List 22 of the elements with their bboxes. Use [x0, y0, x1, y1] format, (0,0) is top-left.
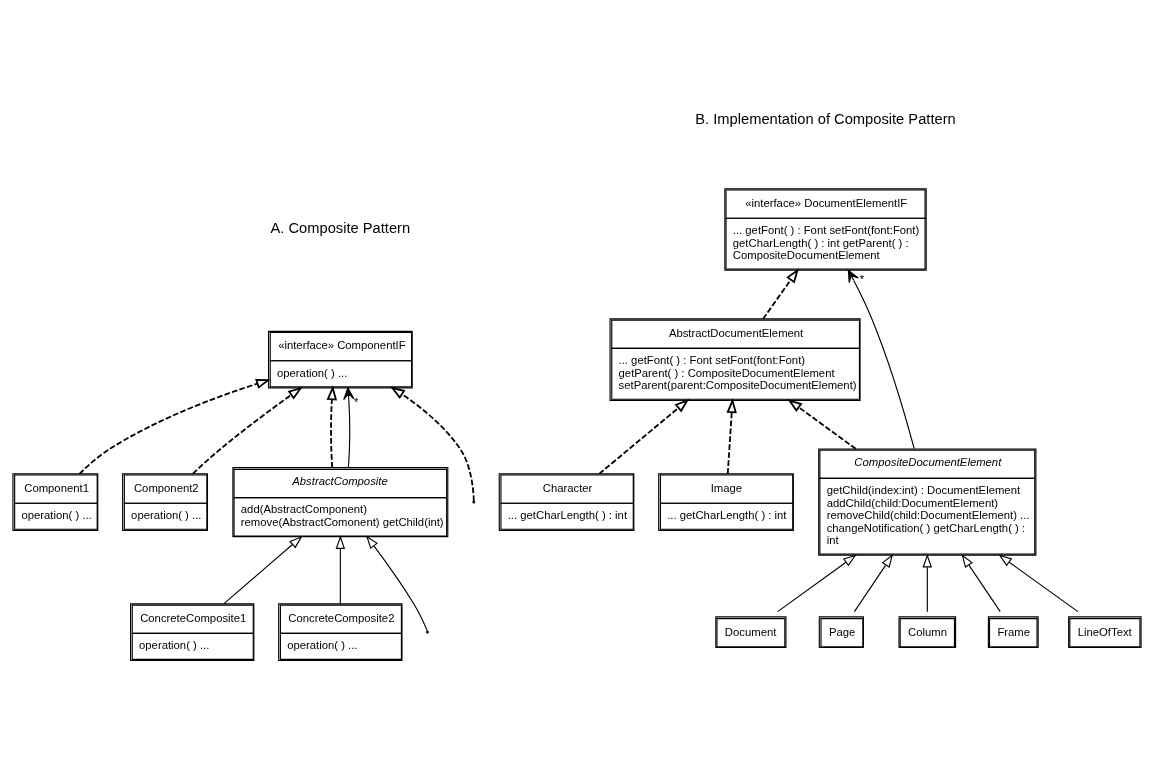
- arrow: [847, 269, 915, 450]
- arrow: [922, 553, 933, 613]
- arrow: [961, 554, 1001, 613]
- label: B. Implementation of Composite Pattern: [695, 110, 956, 127]
- arrow: [192, 386, 303, 475]
- arrow: [998, 554, 1079, 613]
- arrow: [335, 535, 346, 605]
- arrow: [726, 398, 737, 475]
- arrow: [365, 535, 428, 632]
- arrow: [78, 378, 271, 475]
- arrow: [787, 398, 857, 450]
- arrow: [343, 387, 355, 468]
- arrow: [777, 554, 857, 613]
- label: A. Composite Pattern: [270, 220, 411, 237]
- edge-label: *: [354, 395, 359, 408]
- arrow: [223, 535, 303, 605]
- arrow: [598, 398, 690, 475]
- arrow: [853, 554, 894, 613]
- arrow: [326, 385, 338, 469]
- arrow: [390, 386, 475, 502]
- arrow: [762, 268, 799, 320]
- edge-label: *: [859, 273, 865, 286]
